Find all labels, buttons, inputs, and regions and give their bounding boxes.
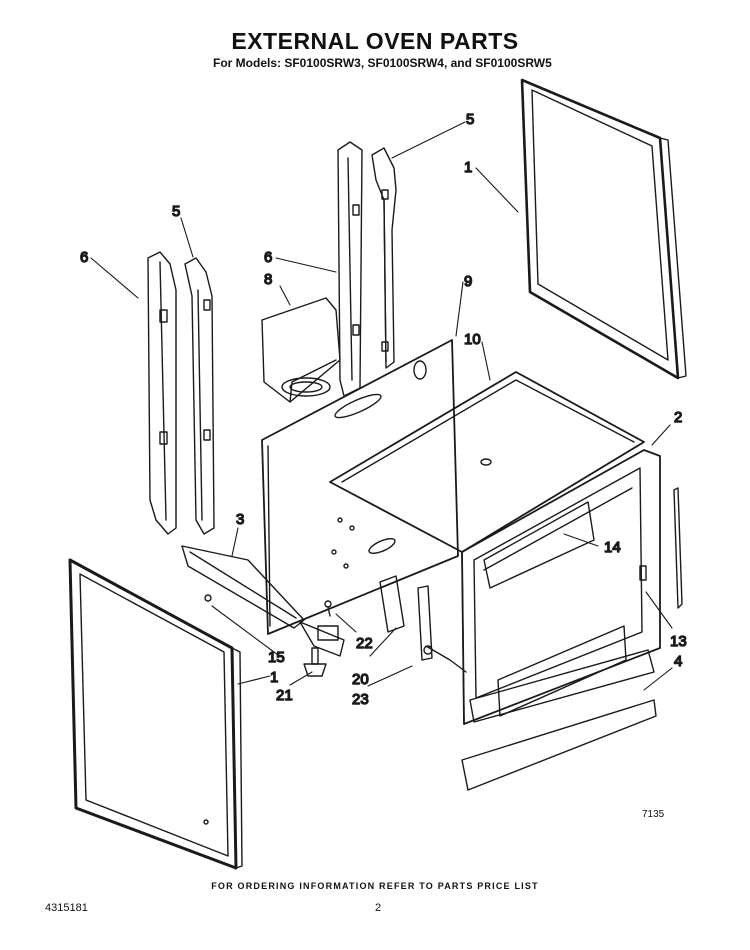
part-23-hinge [417,585,467,673]
part-2-cabinet [461,449,661,725]
part-9-back-panel [261,339,459,635]
part-4-bottom-rail [461,649,657,791]
callout-14: 14 [604,539,621,556]
callout-15: 15 [268,649,285,666]
page-number: 2 [375,902,382,914]
part-1-upper-gasket [520,78,687,380]
part-5-6-upper-channels [337,141,397,397]
callout-6-center: 6 [264,249,272,266]
callout-3: 3 [236,511,244,528]
callout-13: 13 [670,633,687,650]
callout-2: 2 [674,409,682,426]
callout-5-left: 5 [172,203,180,220]
models-subtitle: For Models: SF0100SRW3, SF0100SRW4, and … [213,56,552,70]
leader-lines [90,121,673,691]
part-1-lower-gasket [68,558,243,870]
part-22-screw [324,600,332,617]
callout-6-left: 6 [80,249,88,266]
callout-5-upper: 5 [466,111,474,128]
part-3-floor-channel [181,545,345,657]
document-number: 4315181 [45,902,88,914]
part-5-6-left-channels [147,251,215,535]
callout-4: 4 [674,653,682,670]
callout-22: 22 [356,635,373,652]
callout-9: 9 [464,273,472,290]
figure-number: 7135 [642,809,665,820]
callout-23: 23 [352,691,369,708]
ordering-note: FOR ORDERING INFORMATION REFER TO PARTS … [211,881,539,891]
page-title: EXTERNAL OVEN PARTS [231,28,519,54]
part-21-screw [303,647,327,677]
callout-10: 10 [464,331,481,348]
callout-21: 21 [276,687,293,704]
part-15-grommet [204,594,212,602]
part-8-duct [261,297,341,403]
part-13-side-strip [673,487,683,609]
part-10-top-panel [329,371,645,553]
callout-1-upper: 1 [464,159,472,176]
callout-8: 8 [264,271,272,288]
callout-20: 20 [352,671,369,688]
part-20-bracket [379,575,405,633]
callout-1-lower: 1 [270,669,278,686]
